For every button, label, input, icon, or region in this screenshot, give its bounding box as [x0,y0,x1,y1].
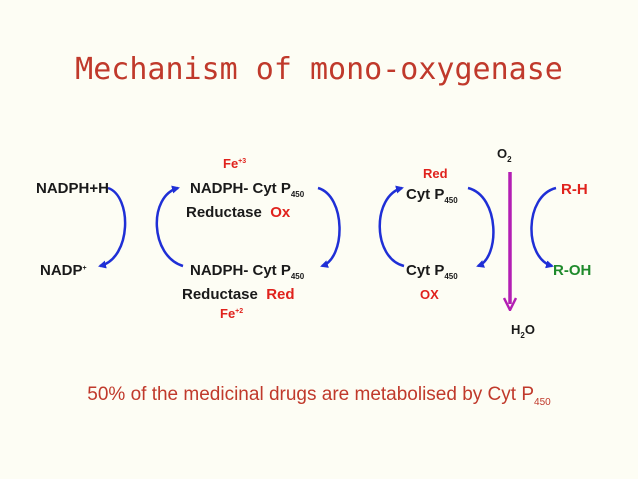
fe2-label: Fe+2 [220,306,243,321]
reductase-ox-name: NADPH- Cyt P450 [190,180,304,199]
nadp-charge: + [82,265,87,272]
reductase-red-line1: NADPH- Cyt P [190,262,291,279]
reductase-oxidation-arrow [317,186,341,268]
nadp-label: NADP+ [40,262,87,279]
reductase-ox-word: Reductase [186,204,262,221]
substrate-hydroxylation-arrow [530,186,557,269]
water-h: H [511,322,521,337]
water-sub: 2 [520,331,525,340]
reductase-red-word: Reductase [182,286,258,303]
fe3-label: Fe+3 [223,156,246,171]
cyt-red-state: Red [423,166,448,181]
reductase-ox-sub: 450 [290,190,305,199]
nadph-oxidation-arrow [98,186,127,269]
reductase-ox-state: Ox [270,204,291,221]
fe2-charge: +2 [235,308,244,315]
oxygen-sub: 2 [507,155,512,164]
oxygen-text: O [497,146,508,161]
cyt-reduction-arrow [378,185,405,268]
nadp-text: NADP [40,262,83,279]
cyt-oxidation-arrow [467,186,495,268]
substrate-label: R-H [561,181,588,198]
footer-text: 50% of the medicinal drugs are metabolis… [87,384,535,405]
footer-sub: 450 [534,397,551,408]
cyt-ox-label: Cyt P450 [406,262,458,281]
nadph-h-label: NADPH+H [36,180,109,197]
cyt-red-sub: 450 [444,196,458,205]
reductase-red-line2: Reductase Red [182,286,295,303]
fe3-charge: +3 [238,158,247,165]
slide-title: Mechanism of mono-oxygenase [75,52,563,87]
water-o: O [524,322,535,337]
fe2-text: Fe [220,306,236,321]
reductase-ox-line1: NADPH- Cyt P [190,180,291,197]
oxygen-label: O2 [497,146,512,164]
cyt-red-text: Cyt P [406,186,445,203]
fe3-text: Fe [223,156,239,171]
cyt-ox-sub: 450 [444,272,458,281]
cyt-red-label: Cyt P450 [406,186,458,205]
cyt-ox-text: Cyt P [406,262,445,279]
footer-note: 50% of the medicinal drugs are metabolis… [0,384,638,408]
water-label: H2O [511,322,535,340]
reductase-red-state: Red [266,286,295,303]
cyt-ox-state: OX [420,287,439,302]
reductase-red-sub: 450 [290,272,305,281]
reductase-reduction-arrow [155,185,184,268]
reductase-ox-line2: Reductase Ox [186,204,290,221]
reductase-red-name: NADPH- Cyt P450 [190,262,304,281]
product-label: R-OH [553,262,592,279]
